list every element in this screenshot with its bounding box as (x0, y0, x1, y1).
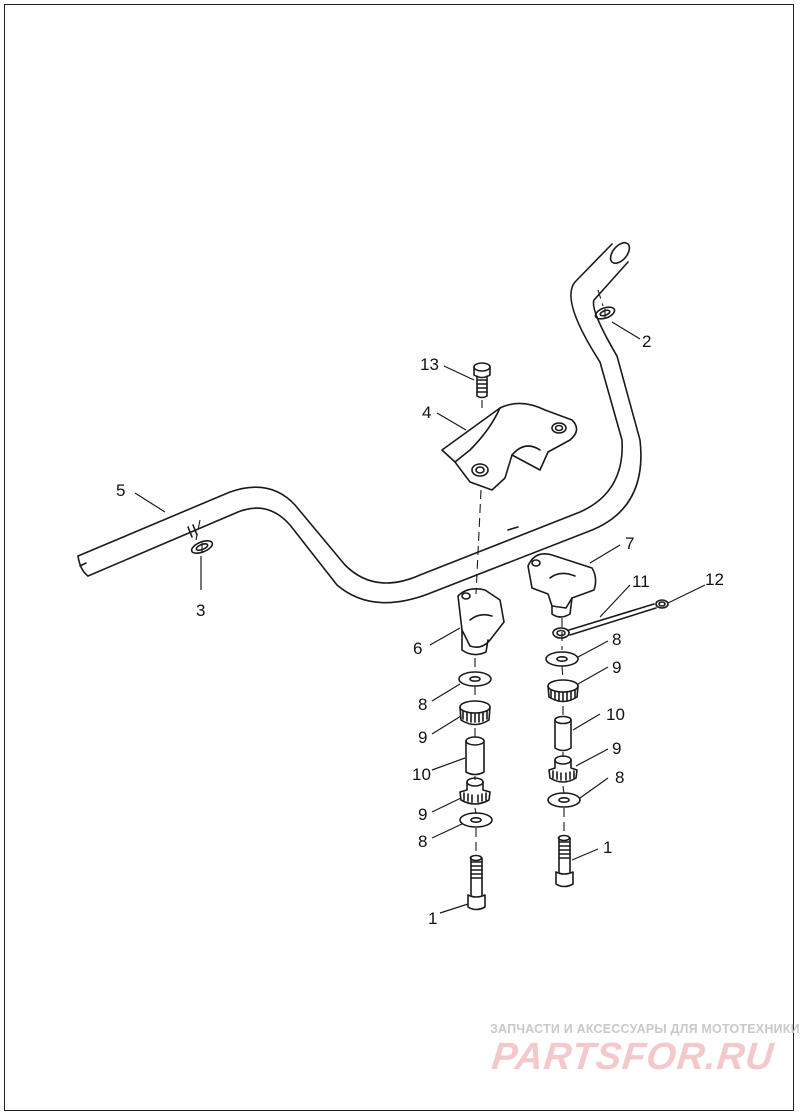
callout-12: 12 (705, 570, 724, 589)
grommet-right (594, 306, 616, 320)
left-isolator-stack (458, 671, 493, 911)
riser-left (457, 588, 505, 656)
diagram-border (4, 4, 794, 1111)
riser-right (527, 553, 597, 618)
callout-8-right-top: 8 (612, 630, 621, 649)
assembly-centerlines (195, 289, 606, 856)
callout-8-left-top: 8 (418, 695, 427, 714)
callout-9-right-top: 9 (612, 658, 621, 677)
callout-labels: 13 4 5 3 2 6 7 11 12 8 9 10 9 8 1 8 9 10… (116, 332, 724, 928)
callout-10-right: 10 (606, 705, 625, 724)
leader-lines (134, 321, 706, 914)
callout-11: 11 (632, 572, 650, 591)
callout-5: 5 (116, 481, 125, 500)
callout-6: 6 (413, 639, 422, 658)
callout-10-left: 10 (412, 765, 431, 784)
handlebar (77, 241, 642, 604)
callout-3: 3 (196, 601, 205, 620)
callout-1-left: 1 (428, 909, 437, 928)
callout-13: 13 (420, 355, 439, 374)
ground-strap (552, 599, 669, 639)
callout-9-right-bottom: 9 (612, 739, 621, 758)
top-clamp-screw (473, 362, 491, 399)
top-clamp (441, 402, 578, 491)
grommet-left (190, 539, 214, 555)
watermark-tagline: ЗАПЧАСТИ И АКСЕССУАРЫ ДЛЯ МОТОТЕХНИКИ (490, 1022, 800, 1036)
right-isolator-stack (545, 651, 581, 888)
callout-7: 7 (625, 534, 634, 553)
callout-9-left-bottom: 9 (418, 805, 427, 824)
callout-9-left-top: 9 (418, 728, 427, 747)
callout-8-left-bottom: 8 (418, 832, 427, 851)
callout-4: 4 (422, 403, 431, 422)
callout-8-right-bottom: 8 (615, 768, 624, 787)
watermark-logo: PARTSFOR.RU (489, 1036, 777, 1078)
callout-1-right: 1 (603, 838, 612, 857)
callout-2: 2 (642, 332, 651, 351)
